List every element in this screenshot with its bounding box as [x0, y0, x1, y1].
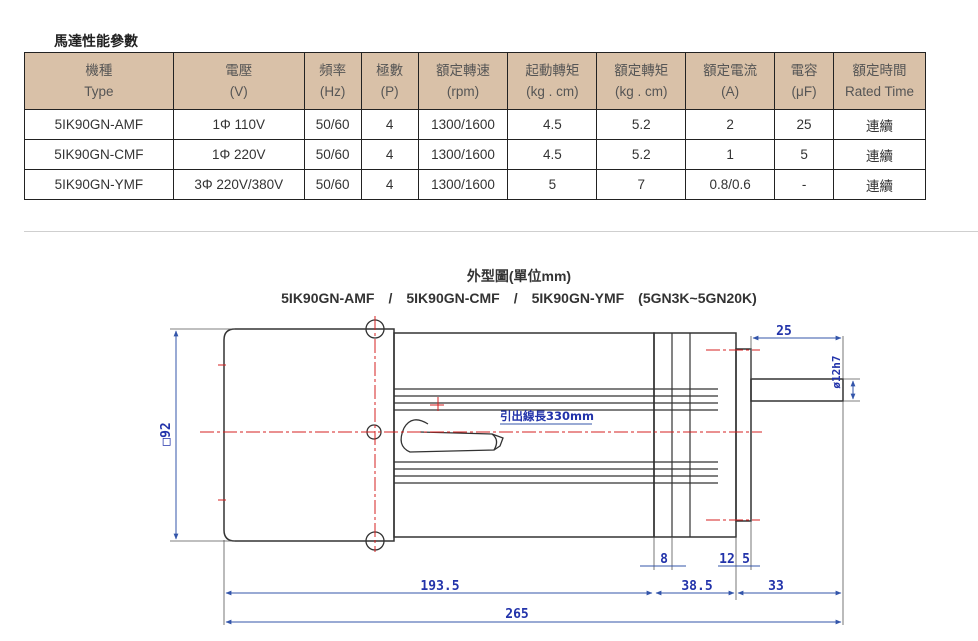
column-header-zh: 電壓 [225, 63, 253, 78]
dim-5: 5 [742, 552, 750, 567]
column-header: 電容 (μF) [774, 52, 835, 110]
column-header-zh: 機種 [85, 63, 113, 78]
column-header-zh: 額定時間 [852, 63, 907, 78]
dim-38: 38.5 [681, 579, 712, 594]
column-header-en: (V) [229, 84, 248, 99]
spec-table-header: 機種 Type 電壓 (V) 頻率 (Hz) 極數 (P) 額定轉速 (rpm) 起動轉矩 (kg .… [24, 52, 926, 110]
dim-265: 265 [505, 607, 528, 622]
table-cell: 0.8/0.6 [685, 169, 776, 200]
dim-33: 33 [768, 579, 784, 594]
lead-wire [400, 419, 504, 453]
table-cell: 1300/1600 [417, 139, 509, 170]
table-cell: 7 [596, 169, 687, 200]
drawing-subtitle: 5IK90GN-AMF / 5IK90GN-CMF / 5IK90GN-YMF … [281, 290, 757, 306]
column-header-en: (P) [380, 84, 399, 99]
table-cell: 50/60 [303, 139, 362, 170]
dim-shaft-dia: ø12h7 [830, 355, 843, 388]
column-header: 額定轉矩 (kg . cm) [596, 52, 687, 110]
column-header: 起動轉矩 (kg . cm) [507, 52, 598, 110]
dim-193: 193.5 [420, 579, 459, 594]
column-header-zh: 額定電流 [703, 63, 758, 78]
column-header-en: (A) [721, 84, 740, 99]
cooling-fins [394, 333, 718, 537]
column-header-zh: 極數 [376, 63, 404, 78]
table-cell: 3Φ 220V/380V [172, 169, 305, 200]
header-row: 機種 Type 電壓 (V) 頻率 (Hz) 極數 (P) 額定轉速 (rpm) 起動轉矩 (kg .… [24, 52, 926, 110]
motor-body [223, 328, 844, 542]
table-cell: 連續 [833, 109, 926, 140]
dim-12: 12 [719, 552, 735, 567]
column-header: 額定電流 (A) [685, 52, 776, 110]
table-cell: 1300/1600 [417, 169, 509, 200]
table-cell: 5IK90GN-AMF [24, 109, 174, 140]
table-cell: 4 [360, 169, 419, 200]
spec-table: 機種 Type 電壓 (V) 頻率 (Hz) 極數 (P) 額定轉速 (rpm) 起動轉矩 (kg .… [24, 52, 926, 200]
table-cell: 5.2 [596, 139, 687, 170]
column-header-zh: 起動轉矩 [525, 63, 580, 78]
table-cell: 5 [774, 139, 835, 170]
extension-lines [170, 328, 860, 625]
table-cell: 2 [685, 109, 776, 140]
column-header-zh: 額定轉速 [436, 63, 491, 78]
table-cell: 5IK90GN-YMF [24, 169, 174, 200]
dimension-lines [173, 330, 856, 625]
section-divider [24, 231, 978, 232]
column-header: 額定轉速 (rpm) [417, 52, 509, 110]
column-header-en: Rated Time [845, 84, 915, 99]
table-cell: 5 [507, 169, 598, 200]
column-header-en: (kg . cm) [615, 84, 668, 99]
column-header-en: (Hz) [319, 84, 346, 99]
column-header-en: Type [84, 84, 114, 99]
column-header-en: (rpm) [446, 84, 480, 99]
table-cell: 1 [685, 139, 776, 170]
column-header-zh: 頻率 [319, 63, 347, 78]
dim-shaft-length: 25 [776, 324, 792, 339]
column-header: 額定時間 Rated Time [833, 52, 926, 110]
section-title: 馬達性能參數 [54, 33, 138, 49]
dim-8: 8 [660, 552, 668, 567]
table-cell: - [774, 169, 835, 200]
dim-height: □92 [159, 422, 174, 445]
column-header: 極數 (P) [360, 52, 419, 110]
column-header-zh: 電容 [790, 63, 818, 78]
column-header-en: (μF) [791, 84, 817, 99]
column-header: 電壓 (V) [172, 52, 305, 110]
column-header-en: (kg . cm) [526, 84, 579, 99]
column-header: 頻率 (Hz) [303, 52, 362, 110]
table-cell: 50/60 [303, 169, 362, 200]
lead-wire-label: 引出線長330mm [500, 409, 594, 423]
table-cell: 連續 [833, 139, 926, 170]
center-lines [200, 316, 762, 552]
table-cell: 連續 [833, 169, 926, 200]
table-cell: 1Φ 220V [172, 139, 305, 170]
drawing-title: 外型圖(單位mm) [466, 268, 572, 284]
table-cell: 5IK90GN-CMF [24, 139, 174, 170]
column-header-zh: 額定轉矩 [614, 63, 669, 78]
